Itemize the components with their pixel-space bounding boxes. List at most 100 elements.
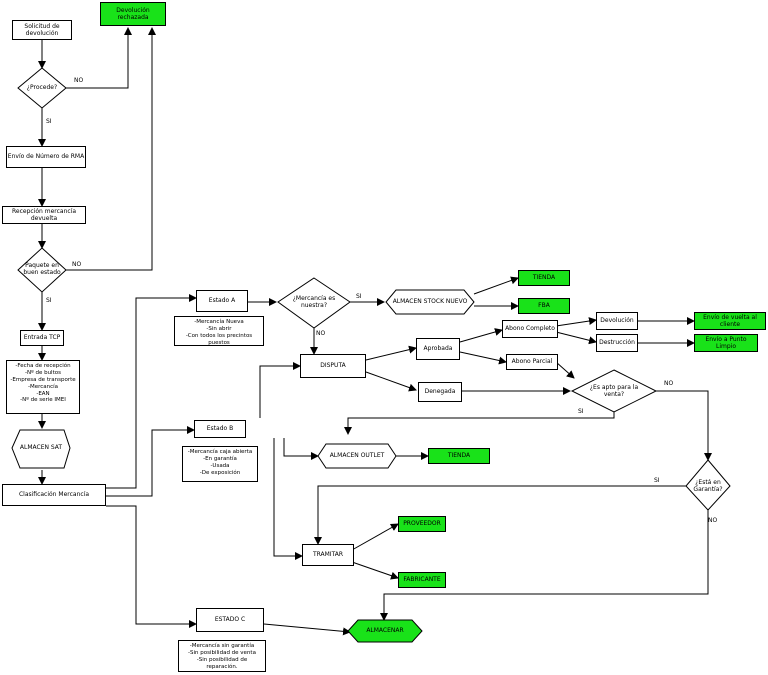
rma-label: Envío de Número de RMA [7, 153, 85, 161]
almacenar-label: ALMACENAR [366, 627, 404, 634]
tramitar-label: TRAMITAR [312, 551, 344, 559]
denegada-node: Denegada [418, 382, 462, 402]
edge-estado-b-tramitar [273, 438, 303, 560]
edge-tramitar-fabricante [351, 561, 399, 580]
procede-no-label: NO [74, 77, 84, 84]
estado-a-note: -Mercancía Nueva -Sin abrir -Con todos l… [174, 316, 264, 346]
destruccion-node: Destrucción [596, 334, 638, 352]
edge-parcial-apto [555, 361, 575, 379]
almacen-stock-label: ALMACEN STOCK NUEVO [392, 298, 468, 305]
fabricante-label: FABRICANTE [403, 576, 441, 584]
envio-cliente-label: Envío de vuelta al cliente [703, 313, 757, 328]
procede-label: ¿Procede? [26, 84, 58, 91]
garantia-label: ¿Está en Garantía? [693, 479, 723, 494]
estado-no-label: NO [72, 261, 82, 268]
recepcion-datos-note: -Fecha de recepción -Nº de bultos -Empre… [6, 360, 80, 414]
tienda-1-label: TIENDA [532, 274, 556, 282]
envio-rma-node: Envío de Número de RMA [6, 146, 86, 168]
tienda-node-2: TIENDA [428, 448, 490, 464]
es-nuestra-label: ¿Mercancía es nuestra? [292, 295, 336, 310]
edge-estado-b-outlet [283, 438, 319, 460]
abono-parcial-label: Abono Parcial [511, 358, 553, 366]
rechazada-label: Devolución rechazada [116, 6, 150, 21]
almacen-outlet-label: ALMACEN OUTLET [329, 452, 385, 459]
edge-estado-c-almacenar [263, 623, 351, 636]
almacen-sat-label: ALMACEN SAT [19, 444, 63, 451]
buen-estado-label: Paquete en buen estado [23, 262, 61, 277]
estado-a-label: Estado A [208, 297, 236, 305]
garantia-si-label: SI [654, 477, 660, 484]
almacen-stock-hexagon [385, 289, 475, 315]
nuestra-no-label: NO [316, 330, 326, 337]
garantia-no-label: NO [708, 517, 718, 524]
garantia-diamond [685, 459, 731, 511]
procede-diamond [17, 67, 67, 109]
estado-b-label: Estado B [206, 425, 234, 433]
edge-clasif-estado-a [106, 294, 197, 489]
fabricante-node: FABRICANTE [398, 572, 446, 588]
edge-estado-rechazada [66, 27, 156, 271]
abono-completo-node: Abono Completo [502, 320, 558, 338]
abono-parcial-node: Abono Parcial [506, 354, 558, 370]
tienda-node-1: TIENDA [518, 270, 570, 286]
tienda-2-label: TIENDA [447, 452, 471, 460]
almacen-outlet-hexagon [317, 443, 397, 469]
clasificacion-mercancia-node: Clasificación Mercancía [2, 484, 106, 506]
disputa-label: DISPUTA [320, 362, 346, 370]
edge-abono-devolucion [555, 317, 597, 327]
estado-c-node: ESTADO C [196, 608, 264, 632]
es-nuestra-diamond [277, 277, 351, 329]
envio-punto-limpio-node: Envío a Punto Limpio [694, 334, 758, 352]
estado-c-label: ESTADO C [214, 616, 246, 624]
devolucion-rechazada-node: Devolución rechazada [100, 2, 166, 26]
estado-si-label: SI [46, 297, 52, 304]
edge-disputa-denegada [365, 371, 417, 392]
estado-b-node: Estado B [194, 420, 246, 438]
apto-si-label: SI [578, 408, 584, 415]
edge-aprobada-abono-parcial [459, 351, 507, 365]
clasificacion-label: Clasificación Mercancía [18, 491, 90, 499]
edge-estado-b-disputa [259, 362, 301, 418]
edge-procede-rechazada [66, 27, 132, 89]
envio-punto-label: Envío a Punto Limpio [705, 335, 747, 350]
tramitar-node: TRAMITAR [302, 544, 354, 566]
fba-label: FBA [538, 302, 550, 310]
solicitud-devolucion-node: Solicitud de devolución [12, 20, 72, 40]
estado-c-note: -Mercancía sin garantía -Sin posibilidad… [178, 640, 266, 672]
almacen-sat-hexagon [11, 429, 71, 469]
edge-abono-destruccion [555, 331, 597, 345]
nuestra-si-label: SI [356, 293, 362, 300]
estado-b-note: -Mercancía caja abierta -En garantía -Us… [182, 446, 258, 482]
destruccion-label: Destrucción [599, 339, 635, 347]
estado-a-node: Estado A [196, 290, 248, 312]
envio-cliente-node: Envío de vuelta al cliente [694, 312, 766, 330]
devolucion-node: Devolución [596, 312, 638, 330]
aprobada-label: Aprobada [423, 345, 453, 353]
edge-garantia-tramitar [314, 485, 686, 545]
edge-clasif-estado-c [106, 505, 197, 628]
apto-no-label: NO [664, 380, 674, 387]
fba-node: FBA [518, 298, 570, 314]
almacenar-hexagon [347, 619, 423, 643]
connector-lines [38, 27, 712, 636]
apto-venta-label: ¿Es apto para la venta? [589, 384, 639, 399]
abono-completo-label: Abono Completo [505, 325, 555, 333]
edge-stock-tienda [473, 276, 519, 295]
entrada-tcp-label: Entrada TCP [23, 334, 61, 342]
edge-apto-outlet [344, 410, 615, 435]
proveedor-label: PROVEEDOR [403, 520, 441, 528]
edge-aprobada-abono-completo [459, 328, 503, 343]
disputa-node: DISPUTA [300, 354, 366, 378]
apto-venta-diamond [570, 369, 658, 413]
recepcion-mercancia-node: Recepción mercancía devuelta [2, 206, 86, 224]
devolucion-label: Devolución [600, 317, 634, 325]
buen-estado-diamond [17, 247, 67, 293]
edge-clasif-estado-b [106, 426, 195, 497]
proveedor-node: PROVEEDOR [398, 516, 446, 532]
edge-tramitar-proveedor [351, 523, 399, 551]
recepcion-label: Recepción mercancía devuelta [11, 207, 77, 222]
edge-disputa-aprobada [365, 345, 417, 361]
edge-apto-garantia [656, 390, 712, 461]
procede-si-label: SI [46, 118, 52, 125]
